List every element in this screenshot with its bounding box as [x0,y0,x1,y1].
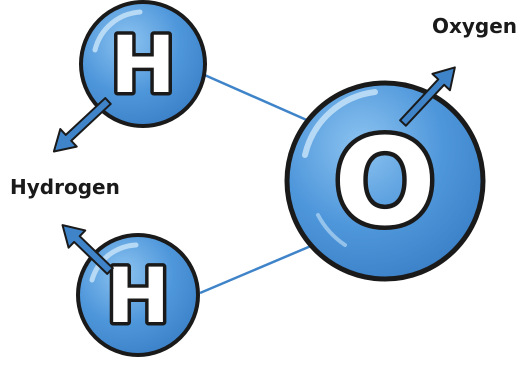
hydrogen-top-symbol: H [110,21,175,111]
hydrogen-label: Hydrogen [10,175,120,199]
oxygen-arrow [399,66,456,127]
hydrogen-atom-bottom: H [76,233,200,357]
oxygen-label: Oxygen [432,14,517,38]
hydrogen-bottom-arrow [61,224,114,275]
bond-line-bottom [199,241,319,295]
oxygen-symbol: O [334,114,436,253]
hydrogen-bottom-symbol: H [106,251,170,340]
hydrogen-top-arrow [52,97,112,153]
hydrogen-atom-top: H [79,0,207,128]
bond-line-top [199,71,319,127]
oxygen-atom: O [284,80,486,282]
